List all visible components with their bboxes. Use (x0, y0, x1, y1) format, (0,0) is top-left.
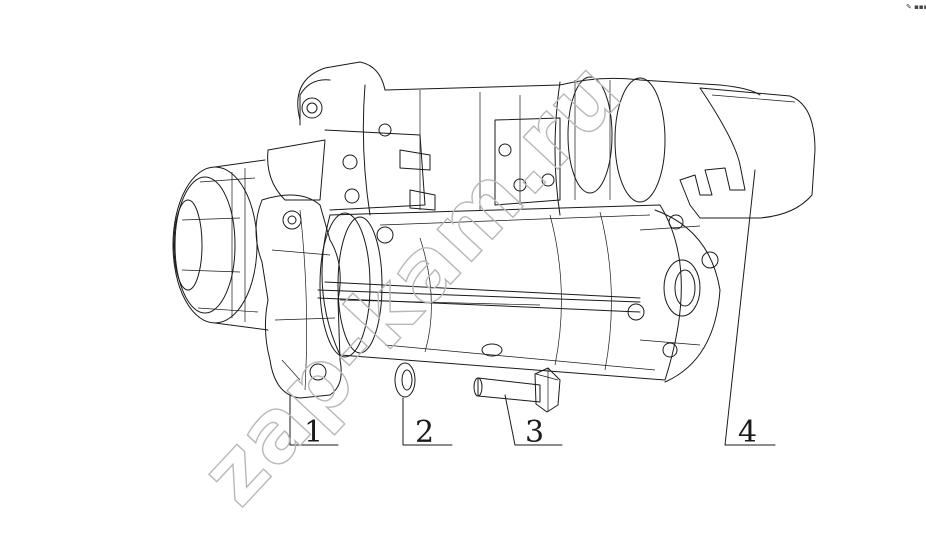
solenoid (267, 61, 761, 216)
commutator-end-cap (627, 209, 721, 383)
leader-lines (289, 169, 776, 446)
callout-3: 3 (525, 415, 544, 450)
through-bolt (324, 281, 641, 299)
drive-end-housing (172, 159, 269, 331)
washer (394, 362, 416, 398)
motor-housing (317, 204, 682, 381)
callout-1: 1 (304, 415, 323, 450)
heat-shield (679, 87, 816, 219)
corner-mark: ✎ ▪▪▪ (906, 3, 926, 11)
starter-motor (172, 61, 816, 399)
mounting-flange (255, 194, 342, 399)
callout-4: 4 (738, 415, 757, 450)
bolt (473, 367, 561, 413)
watermark: zap-kam.ru (182, 42, 641, 525)
callout-2: 2 (415, 415, 434, 450)
